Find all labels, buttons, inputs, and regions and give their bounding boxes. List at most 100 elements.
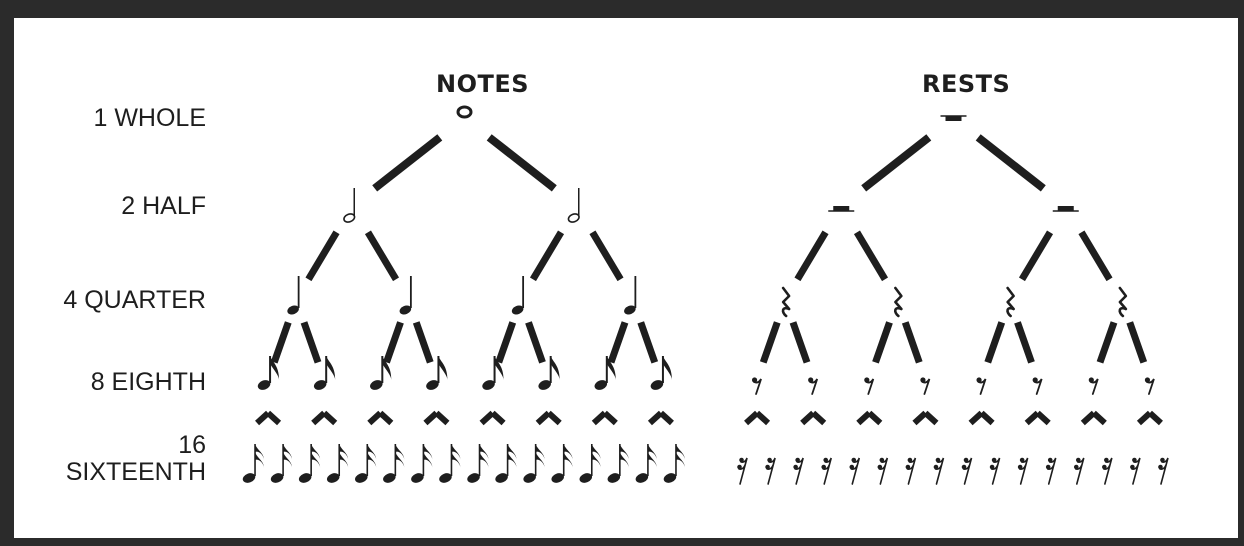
chevron-stroke [535,410,551,426]
connector-bar [383,321,404,364]
sixteenth-note-icon [579,444,601,483]
sixteenth-note-icon [270,444,293,483]
sixteenth-rest-icon [1017,457,1029,485]
chevron-stroke [867,410,883,426]
notes-title: NOTES [436,70,530,98]
connector-bar [1096,321,1118,364]
eighth-rest-icon [751,377,762,395]
sixteenth-rest-icon [1158,457,1169,485]
quarter-note-icon [511,276,525,315]
sixteenth-note-icon [663,444,685,483]
row-label-eighth: 8 EIGHTH [90,368,206,396]
chevron-stroke [311,410,327,426]
sixteenth-note-icon [383,444,405,483]
eighth-note-icon [650,356,672,390]
quarter-note-icon [287,276,300,315]
connector-bar [607,321,629,364]
connector-bar [759,321,781,364]
connector-bar [529,230,565,282]
sixteenth-rest-icon [1045,457,1057,485]
quarter-rest-icon [781,286,791,318]
note-tree-svg [242,105,1169,485]
chevron-stroke [912,410,928,426]
eighth-note-icon [594,356,616,390]
chevron-stroke [378,410,394,426]
chevron-stroke [434,410,450,426]
sixteenth-rest-icon [765,457,776,485]
row-label-half: 2 HALF [121,192,206,220]
sixteenth-note-icon [551,444,573,483]
connector-bar [495,321,517,364]
quarter-rest-icon [1006,286,1015,318]
connector-bar [1126,321,1148,364]
connector-bar [872,321,893,364]
sixteenth-note-icon [355,444,377,483]
chevron-stroke [968,410,984,426]
sixteenth-rest-icon [961,457,973,485]
sixteenth-note-icon [242,444,265,483]
sixteenth-note-icon [439,444,461,483]
eighth-rest-icon [864,377,875,395]
connector-bar [372,134,443,192]
quarter-note-icon [624,276,637,315]
eighth-rest-icon [808,377,819,395]
half-note-icon [343,188,356,223]
half-note-icon [567,188,580,223]
eighth-note-icon [482,356,504,390]
sixteenth-note-icon [298,444,321,483]
chevron-stroke [1035,410,1051,426]
chevron-stroke [423,410,439,426]
sixteenth-rest-icon [877,457,889,485]
sixteenth-rest-icon [1073,457,1085,485]
whole-note-icon [456,105,473,119]
eighth-rest-icon [920,377,931,395]
chevron-stroke [744,410,760,426]
rests-title: RESTS [922,70,1011,98]
row-label-sixteenth: SIXTEENTH [65,458,206,486]
eighth-rest-icon [976,377,987,395]
chevron-stroke [255,410,271,426]
sixteenth-rest-icon [821,457,832,485]
sixteenth-rest-icon [989,457,1001,485]
chevron-stroke [1080,410,1096,426]
connector-bar [901,321,923,364]
connector-bar [305,230,340,282]
chevron-stroke [923,410,939,426]
connector-bar [300,321,322,364]
chevron-stroke [811,410,827,426]
sixteenth-note-icon [607,444,629,483]
chevron-stroke [602,410,618,426]
eighth-rest-icon [1032,377,1043,395]
chevron-stroke [1091,410,1107,426]
sixteenth-rest-icon [849,457,861,485]
chevron-stroke [856,410,872,426]
half-rest-icon [828,206,855,212]
connector-bar [853,230,889,282]
eighth-note-icon [257,356,280,390]
half-rest-icon [1052,206,1079,212]
connector-bar [1018,230,1054,282]
eighth-note-icon [426,356,448,390]
sixteenth-note-icon [411,444,433,483]
sixteenth-rest-icon [737,457,748,485]
chevron-stroke [1024,410,1040,426]
connector-bar [589,230,624,282]
connector-bar [975,134,1046,192]
quarter-note-icon [399,276,412,315]
chevron-stroke [1136,410,1152,426]
sixteenth-rest-icon [905,457,917,485]
whole-rest-icon [940,115,967,121]
diagram-frame: NOTES RESTS 1 WHOLE 2 HALF 4 QUARTER 8 E… [14,18,1238,538]
connector-bar [1078,230,1113,282]
connector-bar [486,134,557,192]
chevron-stroke [490,410,506,426]
connector-bar [789,321,811,364]
chevron-stroke [546,410,562,426]
eighth-rest-icon [1144,377,1155,395]
quarter-rest-icon [893,286,903,318]
eighth-note-icon [313,356,336,390]
eighth-note-icon [370,356,392,390]
sixteenth-note-icon [495,444,517,483]
connector-bar [1014,321,1035,364]
row-label-quarter: 4 QUARTER [63,286,206,314]
